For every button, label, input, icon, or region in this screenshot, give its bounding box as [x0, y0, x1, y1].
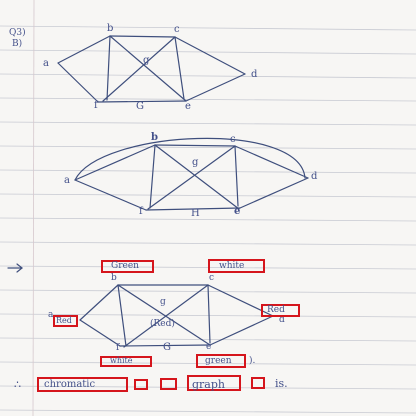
- highlight-box-small-1: [134, 379, 148, 390]
- coloured-label-d: d: [279, 315, 285, 325]
- vertex-a-colour: Red: [56, 316, 72, 325]
- coloured-label-g: g: [160, 297, 166, 307]
- vertex-c-colour: white: [219, 261, 245, 271]
- highlight-box-c: [208, 259, 265, 273]
- graph-h-label-d: d: [311, 171, 318, 182]
- highlight-box-graph: [187, 375, 241, 391]
- coloured-label-c: c: [209, 273, 215, 283]
- graph-h-label-a: a: [64, 175, 70, 186]
- graph-h-name: H: [191, 208, 200, 219]
- vertex-b-colour: Green: [111, 261, 139, 271]
- coloured-label-f: f: [116, 343, 120, 353]
- graph-g-name: G: [136, 101, 144, 112]
- ruled-lines: [0, 25, 416, 414]
- highlight-box-small-2: [160, 378, 177, 390]
- highlight-box-d: [261, 304, 300, 317]
- highlight-box-small-3: [251, 377, 265, 389]
- coloured-graph-name: G: [163, 342, 171, 353]
- graph-g-label-b: b: [107, 23, 114, 34]
- highlight-box-f: [100, 356, 152, 367]
- graph-g-label-a: a: [43, 58, 49, 69]
- vertex-f-colour: white: [110, 356, 133, 365]
- question-number: Q3): [9, 28, 26, 38]
- coloured-label-e: e: [206, 342, 212, 352]
- arrow-icon: [7, 263, 23, 273]
- graph-g-edges: [57, 35, 246, 103]
- graph-g-label-e: e: [185, 101, 191, 112]
- coloured-label-b: b: [111, 273, 117, 283]
- conclusion-tail: is.: [275, 377, 288, 390]
- graph-h-label-f: f: [139, 206, 143, 217]
- vertex-g-colour: (Red): [150, 319, 175, 329]
- vertex-e-period: ).: [249, 356, 256, 366]
- conclusion-word-chromatic: chromatic: [44, 379, 96, 390]
- highlight-box-e: [196, 354, 246, 368]
- highlight-box-b: [101, 260, 154, 273]
- graph-g-label-g: g: [143, 55, 150, 66]
- margin-line: [32, 0, 35, 416]
- therefore-symbol: ∴: [14, 378, 21, 391]
- coloured-label-a: a: [48, 310, 54, 320]
- graph-g-label-c: c: [174, 24, 180, 35]
- highlight-box-a: [53, 315, 78, 327]
- graph-h-edges: [74, 137, 309, 211]
- graph-h-label-b: b: [151, 132, 158, 143]
- conclusion-word-graph: graph: [192, 378, 225, 391]
- graph-g-label-f: f: [94, 100, 98, 111]
- graph-h-label-c: c: [230, 134, 236, 145]
- graph-g-label-d: d: [251, 69, 258, 80]
- question-part: B): [12, 39, 23, 49]
- graph-h-label-e: e: [234, 206, 241, 217]
- vertex-d-colour: Red: [267, 305, 285, 315]
- highlight-box-chromatic: [37, 377, 128, 392]
- graph-h-label-g: g: [192, 157, 199, 168]
- vertex-e-colour: green: [205, 356, 232, 366]
